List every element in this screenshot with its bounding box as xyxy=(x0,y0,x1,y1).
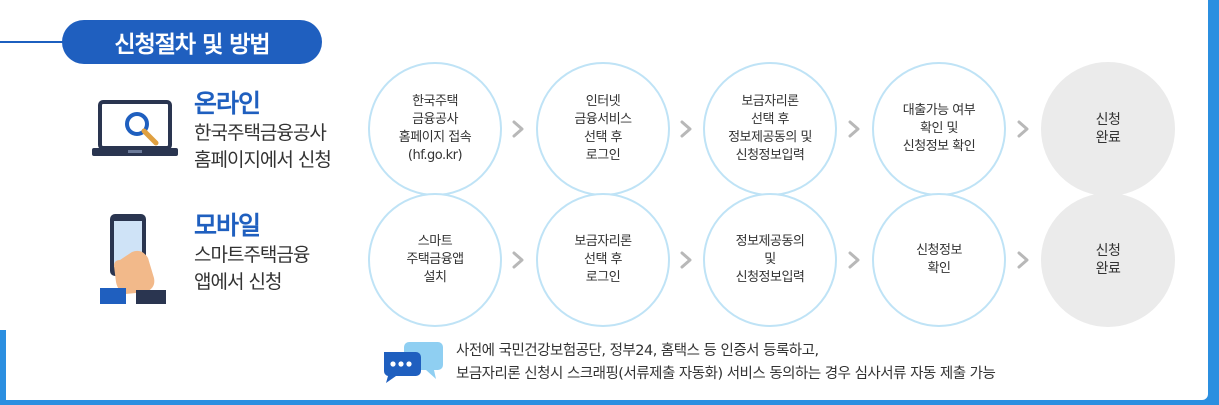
chevron-right-icon xyxy=(509,118,527,140)
online-step-5-label: 신청 완료 xyxy=(1095,112,1121,146)
mobile-desc: 스마트주택금융 앱에서 신청 xyxy=(194,242,310,296)
online-step-3-label: 보금자리론 선택 후 정보제공동의 및 신청정보입력 xyxy=(728,94,812,163)
online-step-2: 인터넷 금융서비스 선택 후 로그인 xyxy=(536,62,670,196)
laptop-search-icon xyxy=(92,100,182,164)
notice-line-1: 사전에 국민건강보험공단, 정부24, 홈택스 등 인증서 등록하고, xyxy=(456,343,819,359)
mobile-title: 모바일 xyxy=(194,211,261,240)
section-title: 신청절차 및 방법 xyxy=(62,20,322,64)
online-step-4-label: 대출가능 여부 확인 및 신청정보 확인 xyxy=(902,103,976,154)
mobile-step-5: 신청 완료 xyxy=(1041,193,1175,327)
notice-line-2: 보금자리론 신청시 스크래핑(서류제출 자동화) 서비스 동의하는 경우 심사서… xyxy=(456,366,996,382)
chevron-right-icon xyxy=(509,249,527,271)
notice-text: 사전에 국민건강보험공단, 정부24, 홈택스 등 인증서 등록하고, 보금자리… xyxy=(456,340,996,386)
smartphone-hand-icon xyxy=(98,212,168,311)
chat-bubble-icon xyxy=(378,338,444,388)
chevron-right-icon xyxy=(677,249,695,271)
online-step-1: 한국주택 금융공사 홈페이지 접속 (hf.go.kr) xyxy=(368,62,502,196)
online-desc-line1: 한국주택금융공사 xyxy=(194,122,327,144)
chevron-right-icon xyxy=(1014,249,1032,271)
chevron-right-icon xyxy=(1014,118,1032,140)
chevron-right-icon xyxy=(677,118,695,140)
mobile-desc-line2: 앱에서 신청 xyxy=(194,271,282,293)
online-step-4: 대출가능 여부 확인 및 신청정보 확인 xyxy=(872,62,1006,196)
online-title: 온라인 xyxy=(194,89,261,118)
title-connector-line xyxy=(0,41,80,43)
online-step-1-label: 한국주택 금융공사 홈페이지 접속 (hf.go.kr) xyxy=(398,94,472,163)
mobile-step-3-label: 정보제공동의 및 신청정보입력 xyxy=(735,234,805,285)
mobile-step-2: 보금자리론 선택 후 로그인 xyxy=(536,193,670,327)
mobile-step-4: 신청정보 확인 xyxy=(872,193,1006,327)
online-step-3: 보금자리론 선택 후 정보제공동의 및 신청정보입력 xyxy=(703,62,837,196)
online-desc: 한국주택금융공사 홈페이지에서 신청 xyxy=(194,120,332,174)
chevron-right-icon xyxy=(845,249,863,271)
mobile-step-2-label: 보금자리론 선택 후 로그인 xyxy=(574,234,632,285)
mobile-step-4-label: 신청정보 확인 xyxy=(916,243,962,276)
mobile-step-5-label: 신청 완료 xyxy=(1095,243,1121,277)
mobile-step-3: 정보제공동의 및 신청정보입력 xyxy=(703,193,837,327)
online-step-2-label: 인터넷 금융서비스 선택 후 로그인 xyxy=(574,94,632,163)
mobile-desc-line1: 스마트주택금융 xyxy=(194,244,310,266)
online-step-5: 신청 완료 xyxy=(1041,62,1175,196)
chevron-right-icon xyxy=(845,118,863,140)
mobile-step-1-label: 스마트 주택금융앱 설치 xyxy=(406,234,464,285)
online-desc-line2: 홈페이지에서 신청 xyxy=(194,149,332,171)
left-edge-accent xyxy=(0,330,6,405)
mobile-step-1: 스마트 주택금융앱 설치 xyxy=(368,193,502,327)
